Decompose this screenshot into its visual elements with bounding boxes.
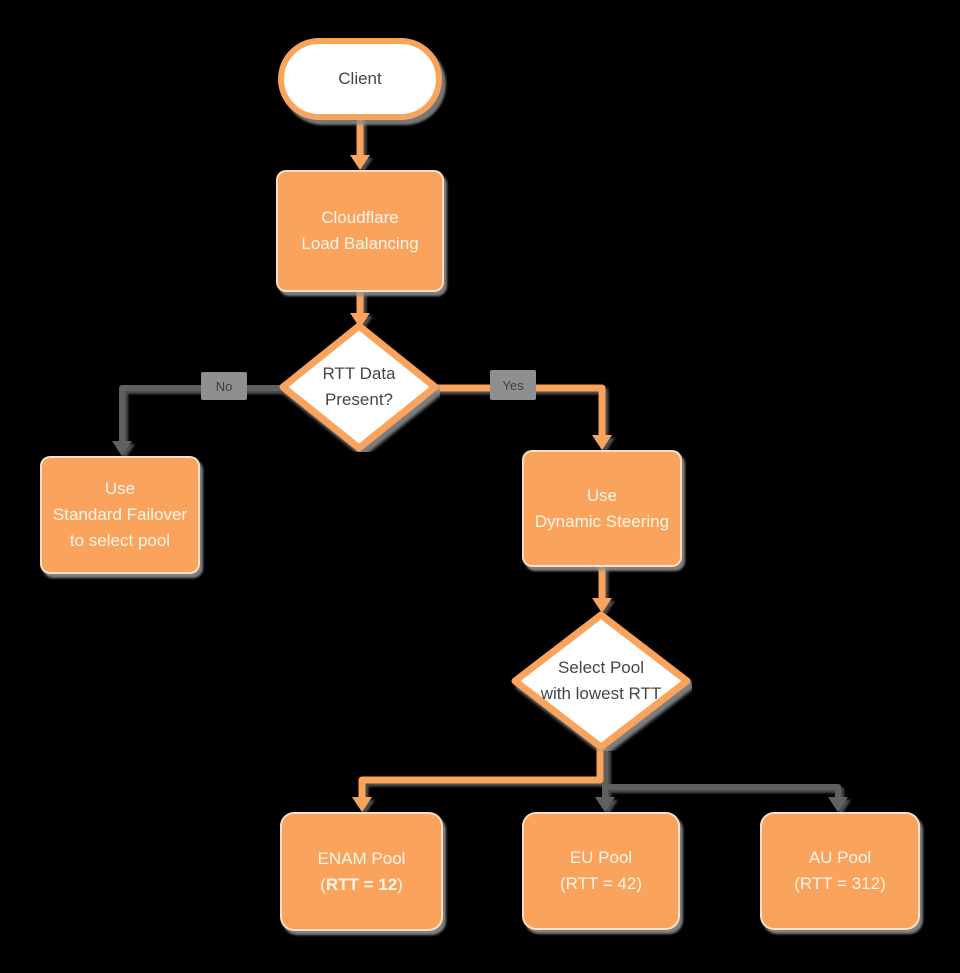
node-rtt-decision: RTT Data Present? (278, 322, 440, 452)
arrowhead-au (828, 797, 848, 812)
node-dynamic-steering-line1: Use (586, 485, 618, 505)
node-standard-failover-line2: Standard Failover (52, 505, 188, 524)
node-standard-failover-line1: Use (104, 479, 136, 498)
arrowhead-failover (112, 441, 132, 456)
node-load-balancing-line1: Cloudflare (321, 208, 399, 227)
node-load-balancing: Cloudflare Load Balancing (276, 170, 444, 292)
arrowhead-steering (592, 435, 612, 450)
rtt-decision-diamond-shape (279, 322, 439, 452)
edge-select-to-enam (358, 748, 604, 799)
arrowhead-rtt (350, 313, 370, 328)
edge-label-no: No (201, 372, 247, 400)
arrowhead-lb (350, 155, 370, 170)
node-select-pool-line1: Select Pool (558, 658, 644, 677)
node-load-balancing-line2: Load Balancing (301, 234, 419, 253)
node-eu-pool: EU Pool (RTT = 42) (522, 812, 680, 930)
node-au-pool: AU Pool (RTT = 312) (760, 812, 920, 930)
node-enam-pool-line1: ENAM Pool (317, 848, 406, 868)
node-eu-pool-line1: EU Pool (569, 848, 633, 867)
arrowhead-eu (595, 797, 615, 812)
arrowhead-select (592, 598, 612, 613)
arrowhead-enam (352, 797, 372, 812)
node-enam-pool-line2: (RTT = 12) (320, 874, 403, 894)
edge-select-to-au (605, 784, 841, 800)
edge-label-yes: Yes (490, 370, 536, 400)
node-au-pool-line1: AU Pool (808, 848, 872, 867)
node-dynamic-steering-line2: Dynamic Steering (534, 511, 670, 531)
enam-rtt-value: RTT = 12 (325, 874, 398, 894)
node-rtt-decision-line2: Present? (324, 390, 394, 409)
node-dynamic-steering: Use Dynamic Steering (522, 450, 682, 567)
node-client-label: Client (338, 69, 382, 88)
node-standard-failover-line3: to select pool (69, 531, 171, 550)
node-client: Client (278, 38, 442, 120)
node-eu-pool-line2: (RTT = 42) (559, 874, 643, 893)
node-select-pool: Select Pool with lowest RTT (510, 611, 692, 751)
node-standard-failover: Use Standard Failover to select pool (40, 456, 200, 574)
node-enam-pool: ENAM Pool (RTT = 12) (280, 812, 443, 931)
node-select-pool-line2: with lowest RTT (540, 684, 662, 703)
select-pool-diamond-shape (511, 611, 691, 751)
node-rtt-decision-line1: RTT Data (322, 364, 396, 383)
node-au-pool-line2: (RTT = 312) (794, 874, 886, 893)
